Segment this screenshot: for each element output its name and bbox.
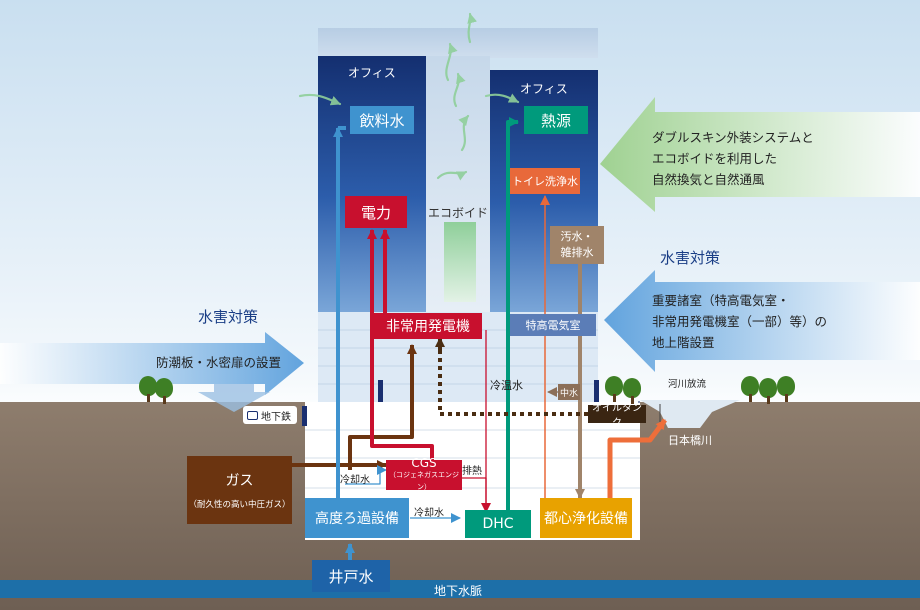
- exhaust-heat-label: 排熱: [462, 466, 482, 477]
- river-discharge-label: 河川放流: [668, 379, 707, 390]
- floodgate-left: [378, 380, 383, 402]
- cgs-title: CGS: [411, 456, 437, 470]
- eco-void-label: エコボイド: [428, 206, 489, 220]
- basement-lines: [305, 429, 640, 489]
- left-tower-label: オフィス: [348, 66, 396, 80]
- dhc-box: DHC: [465, 510, 531, 538]
- gray-water-box: 中水: [558, 384, 580, 400]
- oil-supply-line: [438, 342, 588, 416]
- right-tower-label: オフィス: [520, 82, 568, 96]
- pipes: [292, 117, 667, 560]
- subway-label: 地下鉄: [261, 411, 291, 423]
- purification-box: 都心浄化設備: [540, 498, 632, 538]
- river-discharge-pipe: [607, 418, 667, 498]
- gas-title: ガス: [225, 473, 254, 489]
- flood-text-left: 防潮板・水密扉の設置: [156, 355, 282, 370]
- eco-void-green-core: [444, 222, 476, 302]
- natural-ventilation-arrows: [298, 12, 520, 181]
- flood-left-down-arrow: [198, 384, 270, 412]
- flood-text-right: 重要諸室（特高電気室・ 非常用発電機室（一部）等）の 地上階設置: [652, 293, 828, 350]
- cgs-box: CGS （コジェネガスエンジン）: [386, 456, 462, 491]
- emergency-generator-box: 非常用発電機: [374, 313, 482, 339]
- train-icon: [247, 410, 258, 420]
- cgs-note: （コジェネガスエンジン）: [389, 471, 459, 491]
- groundwater-band: [0, 580, 920, 598]
- oil-tank-box: オイルタンク: [588, 403, 646, 429]
- electricity-box: 電力: [345, 196, 407, 228]
- cgs-electricity-pipe: [367, 229, 434, 470]
- well-water-box: 井戸水: [312, 560, 390, 592]
- toilet-water-box: トイレ洗浄水: [510, 168, 580, 194]
- special-substation-box: 特高電気室: [510, 314, 596, 336]
- river-name-label: 日本橋川: [668, 434, 712, 447]
- cold-hot-water-label: 冷温水: [490, 379, 523, 392]
- floodgate-right: [594, 380, 599, 402]
- groundwater-label: 地下水脈: [434, 584, 483, 598]
- double-skin-text: ダブルスキン外装システムと エコボイドを利用した 自然換気と自然通風: [652, 130, 814, 187]
- double-skin-callout-arrow: [600, 97, 920, 212]
- gas-to-generator-pipe: [348, 344, 417, 470]
- heat-source-pipe: [506, 117, 519, 518]
- cooling-water-label-1: 冷却水: [340, 475, 370, 486]
- cooling-water-line-1: [345, 465, 387, 485]
- building-top: [318, 28, 598, 58]
- subway-sign: 地下鉄: [243, 406, 297, 424]
- filtration-box: 高度ろ過設備: [305, 498, 409, 538]
- drinking-water-box: 飲料水: [350, 106, 414, 134]
- flood-left-callout-arrow: [0, 332, 304, 395]
- heat-source-box: 熱源: [524, 106, 588, 134]
- cooling-water-label-2: 冷却水: [414, 508, 444, 519]
- gas-note: （耐久性の高い中圧ガス）: [188, 500, 291, 510]
- wastewater-box: 汚水・ 雑排水: [550, 226, 604, 264]
- flood-title-left: 水害対策: [198, 308, 259, 326]
- flood-right-callout-arrow: [604, 270, 920, 372]
- gas-box: ガス （耐久性の高い中圧ガス）: [187, 456, 292, 524]
- floodgate-subway: [302, 406, 307, 426]
- flood-title-right: 水害対策: [660, 249, 721, 267]
